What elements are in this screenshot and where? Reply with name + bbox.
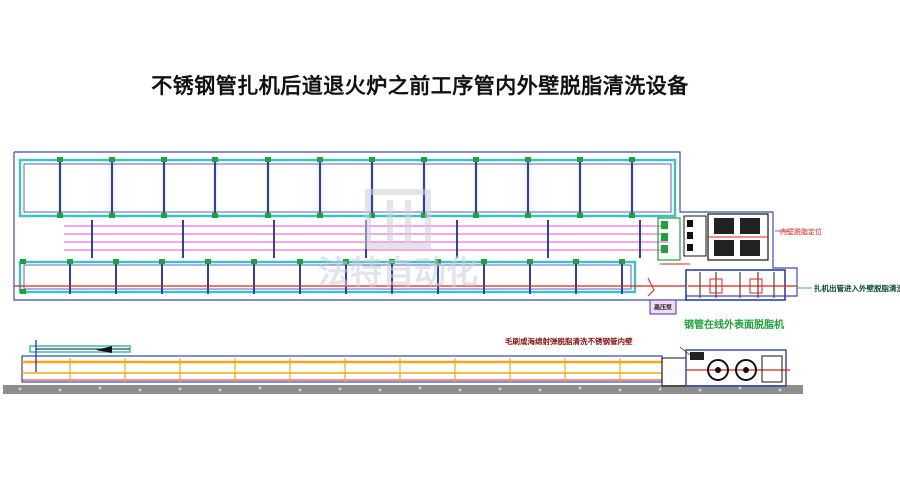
high-pressure-pump: 高压泵: [647, 277, 677, 315]
outer-entry-label: 扎机出管进入外壁脱脂清洗: [814, 283, 900, 293]
watermark-text: 法特自动化: [318, 253, 478, 291]
watermark-logo: [365, 189, 431, 249]
lower-rack-posts: [69, 260, 623, 294]
plan-view: 高压泵: [13, 151, 812, 315]
cleaning-machine-elevation: [661, 349, 790, 387]
leader-line: [679, 346, 691, 356]
upper-rack-posts: [58, 158, 634, 218]
brush-sponge-label: 毛刷或海绵射弹脱脂清洗不锈钢管内壁: [505, 336, 633, 346]
upper-rack-nodes: [57, 157, 635, 218]
inner-positioning-label: 内壁脱脂定位: [780, 227, 822, 236]
inner-degreasing-station: [657, 213, 769, 265]
pump-label: 高压泵: [654, 304, 673, 312]
lower-rack: [18, 260, 637, 294]
loading-arm: [29, 340, 131, 372]
elevation-frame: [21, 355, 663, 383]
cross-members: [91, 220, 641, 258]
page-title: 不锈钢管扎机后道退火炉之前工序管内外壁脱脂清洗设备: [151, 74, 689, 98]
outer-degreasing-machine: [685, 269, 797, 301]
elevation-posts: [69, 358, 621, 383]
upper-rack: [18, 158, 677, 218]
online-degreaser-label: 钢管在线外表面脱脂机: [684, 318, 784, 331]
plan-outline: [13, 151, 798, 301]
side-elevation: [3, 340, 803, 394]
ground-hatching: [3, 385, 803, 394]
lower-rack-nodes: [20, 259, 625, 294]
